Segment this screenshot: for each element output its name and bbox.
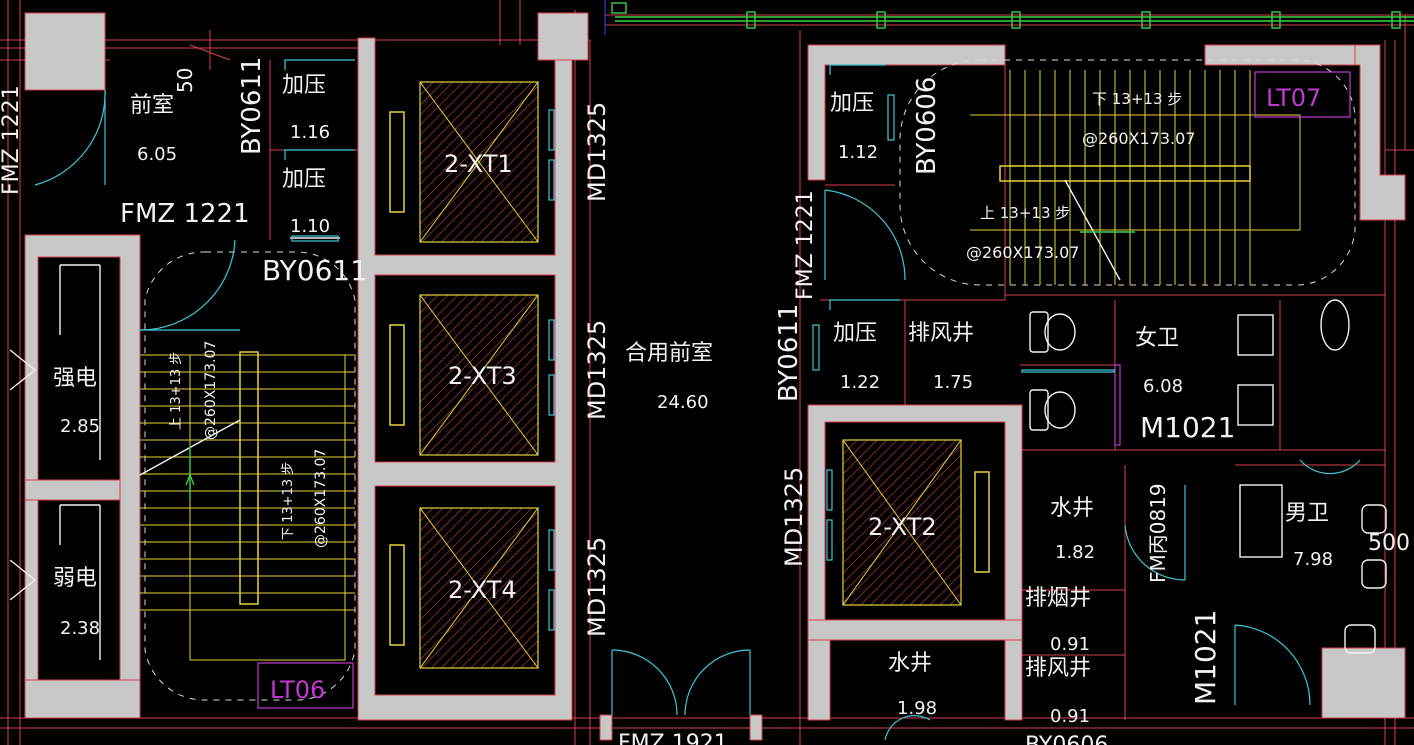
label-paifengjing-b-area: 0.91	[1050, 706, 1090, 727]
label-qianshi: 前室	[130, 93, 174, 118]
electrical-panels	[9, 264, 101, 660]
label-fmz1221-mid: FMZ 1221	[120, 199, 250, 229]
label-fmz1221-right: FMZ 1221	[793, 190, 818, 300]
label-jiaya-b-area: 1.10	[290, 216, 330, 237]
label-shuijing-b: 水井	[888, 651, 932, 676]
label-jiaya-b: 加压	[282, 167, 326, 192]
label-xt2: 2-XT2	[868, 513, 937, 541]
label-stair-right-down: 下 13+13 步	[1092, 90, 1182, 108]
label-stair-left-down: 下 13+13 步	[281, 462, 296, 540]
label-qiangdian: 强电	[53, 366, 97, 391]
label-by0606-bottom: BY0606	[1025, 733, 1108, 745]
label-by0606-top: BY0606	[912, 77, 942, 175]
label-nanwei-area: 7.98	[1293, 549, 1333, 570]
label-jiaya-a: 加压	[282, 73, 326, 98]
label-nvwei-area: 6.08	[1143, 376, 1183, 397]
label-fmb0819: FM丙0819	[1146, 483, 1170, 583]
label-by0611-c: BY0611	[774, 304, 804, 402]
label-stair-right-up: 上 13+13 步	[980, 204, 1070, 222]
label-jiaya-d-area: 1.22	[840, 372, 880, 393]
label-qianshi-area: 6.05	[137, 144, 177, 165]
elevators	[389, 81, 990, 669]
label-paiyanjing-area: 0.91	[1050, 634, 1090, 655]
label-nvwei: 女卫	[1135, 326, 1179, 351]
label-fmz1921: FMZ 1921	[618, 731, 728, 745]
label-md1325-d: MD1325	[780, 467, 808, 567]
label-shuijing-b-area: 1.98	[897, 698, 937, 719]
left-stair	[139, 251, 356, 701]
label-by0611-a: BY0611	[237, 57, 267, 155]
label-jiaya-c-area: 1.12	[838, 142, 878, 163]
label-m1021-b: M1021	[1189, 610, 1222, 705]
label-dim50: 50	[173, 68, 197, 93]
label-fmz1221-topleft: FMZ 1221	[0, 85, 24, 195]
label-dim500: 500	[1368, 531, 1410, 556]
label-ruodian-area: 2.38	[60, 618, 100, 639]
label-xt1: 2-XT1	[444, 150, 513, 178]
label-jiaya-a-area: 1.16	[290, 122, 330, 143]
label-md1325-c: MD1325	[583, 537, 611, 637]
label-stair-right-down-spec: @260X173.07	[1082, 129, 1195, 148]
label-paifengjing-a: 排风井	[908, 321, 974, 346]
doors	[34, 59, 1361, 741]
label-stair-left-up-spec: @260X173.07	[203, 341, 219, 440]
label-lt07: LT07	[1266, 84, 1321, 112]
label-stair-left-up: 上 13+13 步	[169, 352, 184, 430]
label-shuijing-a: 水井	[1050, 496, 1094, 521]
label-md1325-b: MD1325	[583, 320, 611, 420]
label-heyong-area: 24.60	[657, 392, 709, 413]
label-xt4: 2-XT4	[448, 576, 517, 604]
label-m1021-a: M1021	[1140, 411, 1235, 444]
label-paifengjing-a-area: 1.75	[933, 372, 973, 393]
label-heyong-qianshi: 合用前室	[625, 341, 713, 366]
label-by0611-b: BY0611	[262, 254, 368, 287]
sanitary-fixtures	[1021, 299, 1387, 654]
lt06-tag	[257, 662, 354, 709]
label-paiyanjing: 排烟井	[1025, 586, 1091, 611]
top-railing	[604, 0, 1414, 35]
label-md1325-a: MD1325	[583, 102, 611, 202]
label-lt06: LT06	[270, 676, 325, 704]
label-jiaya-d: 加压	[833, 321, 877, 346]
walls	[24, 12, 1406, 741]
text-labels: FMZ 1221 前室 6.05 50 BY0611 加压 1.16 加压 1.…	[0, 57, 1410, 745]
label-stair-right-up-spec: @260X173.07	[966, 243, 1079, 262]
label-shuijing-a-area: 1.82	[1055, 542, 1095, 563]
label-stair-left-down-spec: @260X173.07	[313, 449, 329, 548]
label-xt3: 2-XT3	[448, 362, 517, 390]
label-paifengjing-b: 排风井	[1025, 656, 1091, 681]
label-nanwei: 男卫	[1285, 501, 1329, 526]
label-qiangdian-area: 2.85	[60, 416, 100, 437]
lt07-tag	[1254, 71, 1351, 118]
right-stair	[899, 59, 1356, 286]
label-jiaya-c: 加压	[830, 91, 874, 116]
label-ruodian: 弱电	[53, 566, 97, 591]
